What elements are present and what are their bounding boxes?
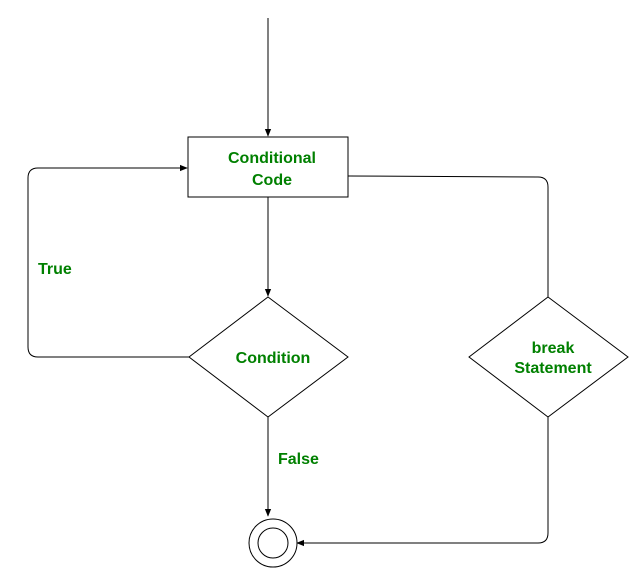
condition-label: Condition [236,350,311,367]
condition-diamond [188,296,349,418]
conditional-code-box [187,136,349,198]
break-statement-diamond [468,296,629,418]
conditional-code-label-line1: Conditional [228,150,316,167]
true-loop-arrow [27,164,189,358]
conditional-code-label-line2: Code [252,172,292,189]
code-to-break-line [347,175,549,297]
break-to-end-arrow [296,417,549,547]
true-edge-label: True [38,261,72,278]
break-statement-label-line1: break [532,340,575,357]
false-edge-label: False [278,451,319,468]
break-statement-label-line2: Statement [514,360,592,377]
end-state-inner-circle [257,527,289,559]
